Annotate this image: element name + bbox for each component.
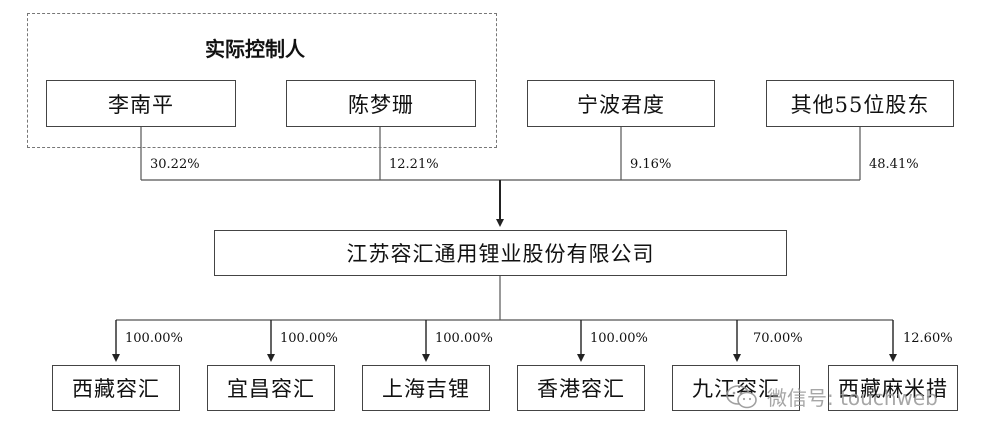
wechat-icon xyxy=(726,384,757,408)
stake-label: 100.00% xyxy=(435,331,493,346)
stake-label: 70.00% xyxy=(753,331,803,346)
stake-label: 100.00% xyxy=(125,331,183,346)
actual-controller-group xyxy=(27,13,497,148)
stake-label: 9.16% xyxy=(630,157,672,172)
stake-label: 12.60% xyxy=(903,331,953,346)
shareholder-box-chen-mengshan: 陈梦珊 xyxy=(286,80,476,127)
shareholder-box-ningbo-jundu: 宁波君度 xyxy=(527,80,715,127)
watermark: 微信号: touchweb xyxy=(725,382,938,411)
subsidiary-box-jiujiang-ronghui: 九江容汇 xyxy=(672,365,800,411)
stake-label: 100.00% xyxy=(280,331,338,346)
subsidiary-box-shanghai-jili: 上海吉锂 xyxy=(362,365,490,411)
subsidiary-box-yichang-ronghui: 宜昌容汇 xyxy=(207,365,335,411)
watermark-text: 微信号: touchweb xyxy=(767,386,938,410)
stake-label: 48.41% xyxy=(869,157,919,172)
stake-label: 100.00% xyxy=(590,331,648,346)
shareholder-box-other-55: 其他55位股东 xyxy=(766,80,954,127)
subsidiary-box-tibet-ronghui: 西藏容汇 xyxy=(52,365,180,411)
subsidiary-box-hongkong-ronghui: 香港容汇 xyxy=(517,365,645,411)
actual-controller-title: 实际控制人 xyxy=(205,37,305,61)
stake-label: 12.21% xyxy=(389,157,439,172)
subsidiary-box-tibet-mamicuo: 西藏麻米措 xyxy=(828,365,958,411)
stake-label: 30.22% xyxy=(150,157,200,172)
shareholder-box-li-nanping: 李南平 xyxy=(46,80,236,127)
company-box: 江苏容汇通用锂业股份有限公司 xyxy=(214,230,787,276)
